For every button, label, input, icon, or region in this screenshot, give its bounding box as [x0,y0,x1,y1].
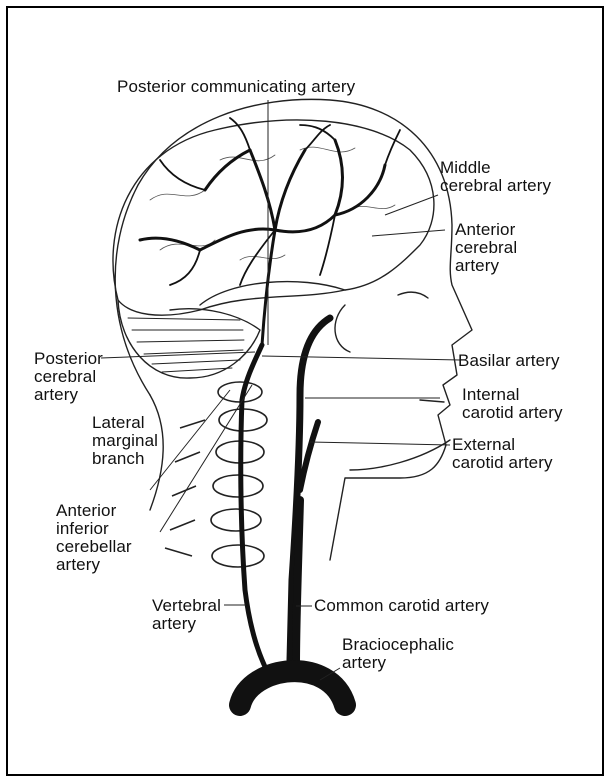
cervical-spine [165,382,267,567]
eye [398,292,428,298]
mouth [420,400,444,402]
cerebellum [118,300,260,378]
leader-lines [101,100,460,680]
label-lateral-marginal-branch: Lateral marginal branch [92,414,158,468]
label-vertebral-artery: Vertebral artery [152,597,221,633]
common-carotid-artery [296,500,300,665]
label-posterior-communicating-artery: Posterior communicating artery [117,78,355,96]
label-basilar-artery: Basilar artery [458,352,560,370]
label-posterior-cerebral-artery: Posterior cerebral artery [34,350,103,404]
label-middle-cerebral-artery: Middle cerebral artery [440,159,551,195]
label-anterior-cerebral-artery: Anterior cerebral artery [455,221,517,275]
label-internal-carotid-artery: Internal carotid artery [462,386,563,422]
ear [335,305,350,352]
label-anterior-inferior-cerebellar-artery: Anterior inferior cerebellar artery [56,502,132,574]
label-common-carotid-artery: Common carotid artery [314,597,489,615]
label-external-carotid-artery: External carotid artery [452,436,553,472]
aortic-arch [240,671,345,705]
label-braciocephalic-artery: Braciocephalic artery [342,636,454,672]
